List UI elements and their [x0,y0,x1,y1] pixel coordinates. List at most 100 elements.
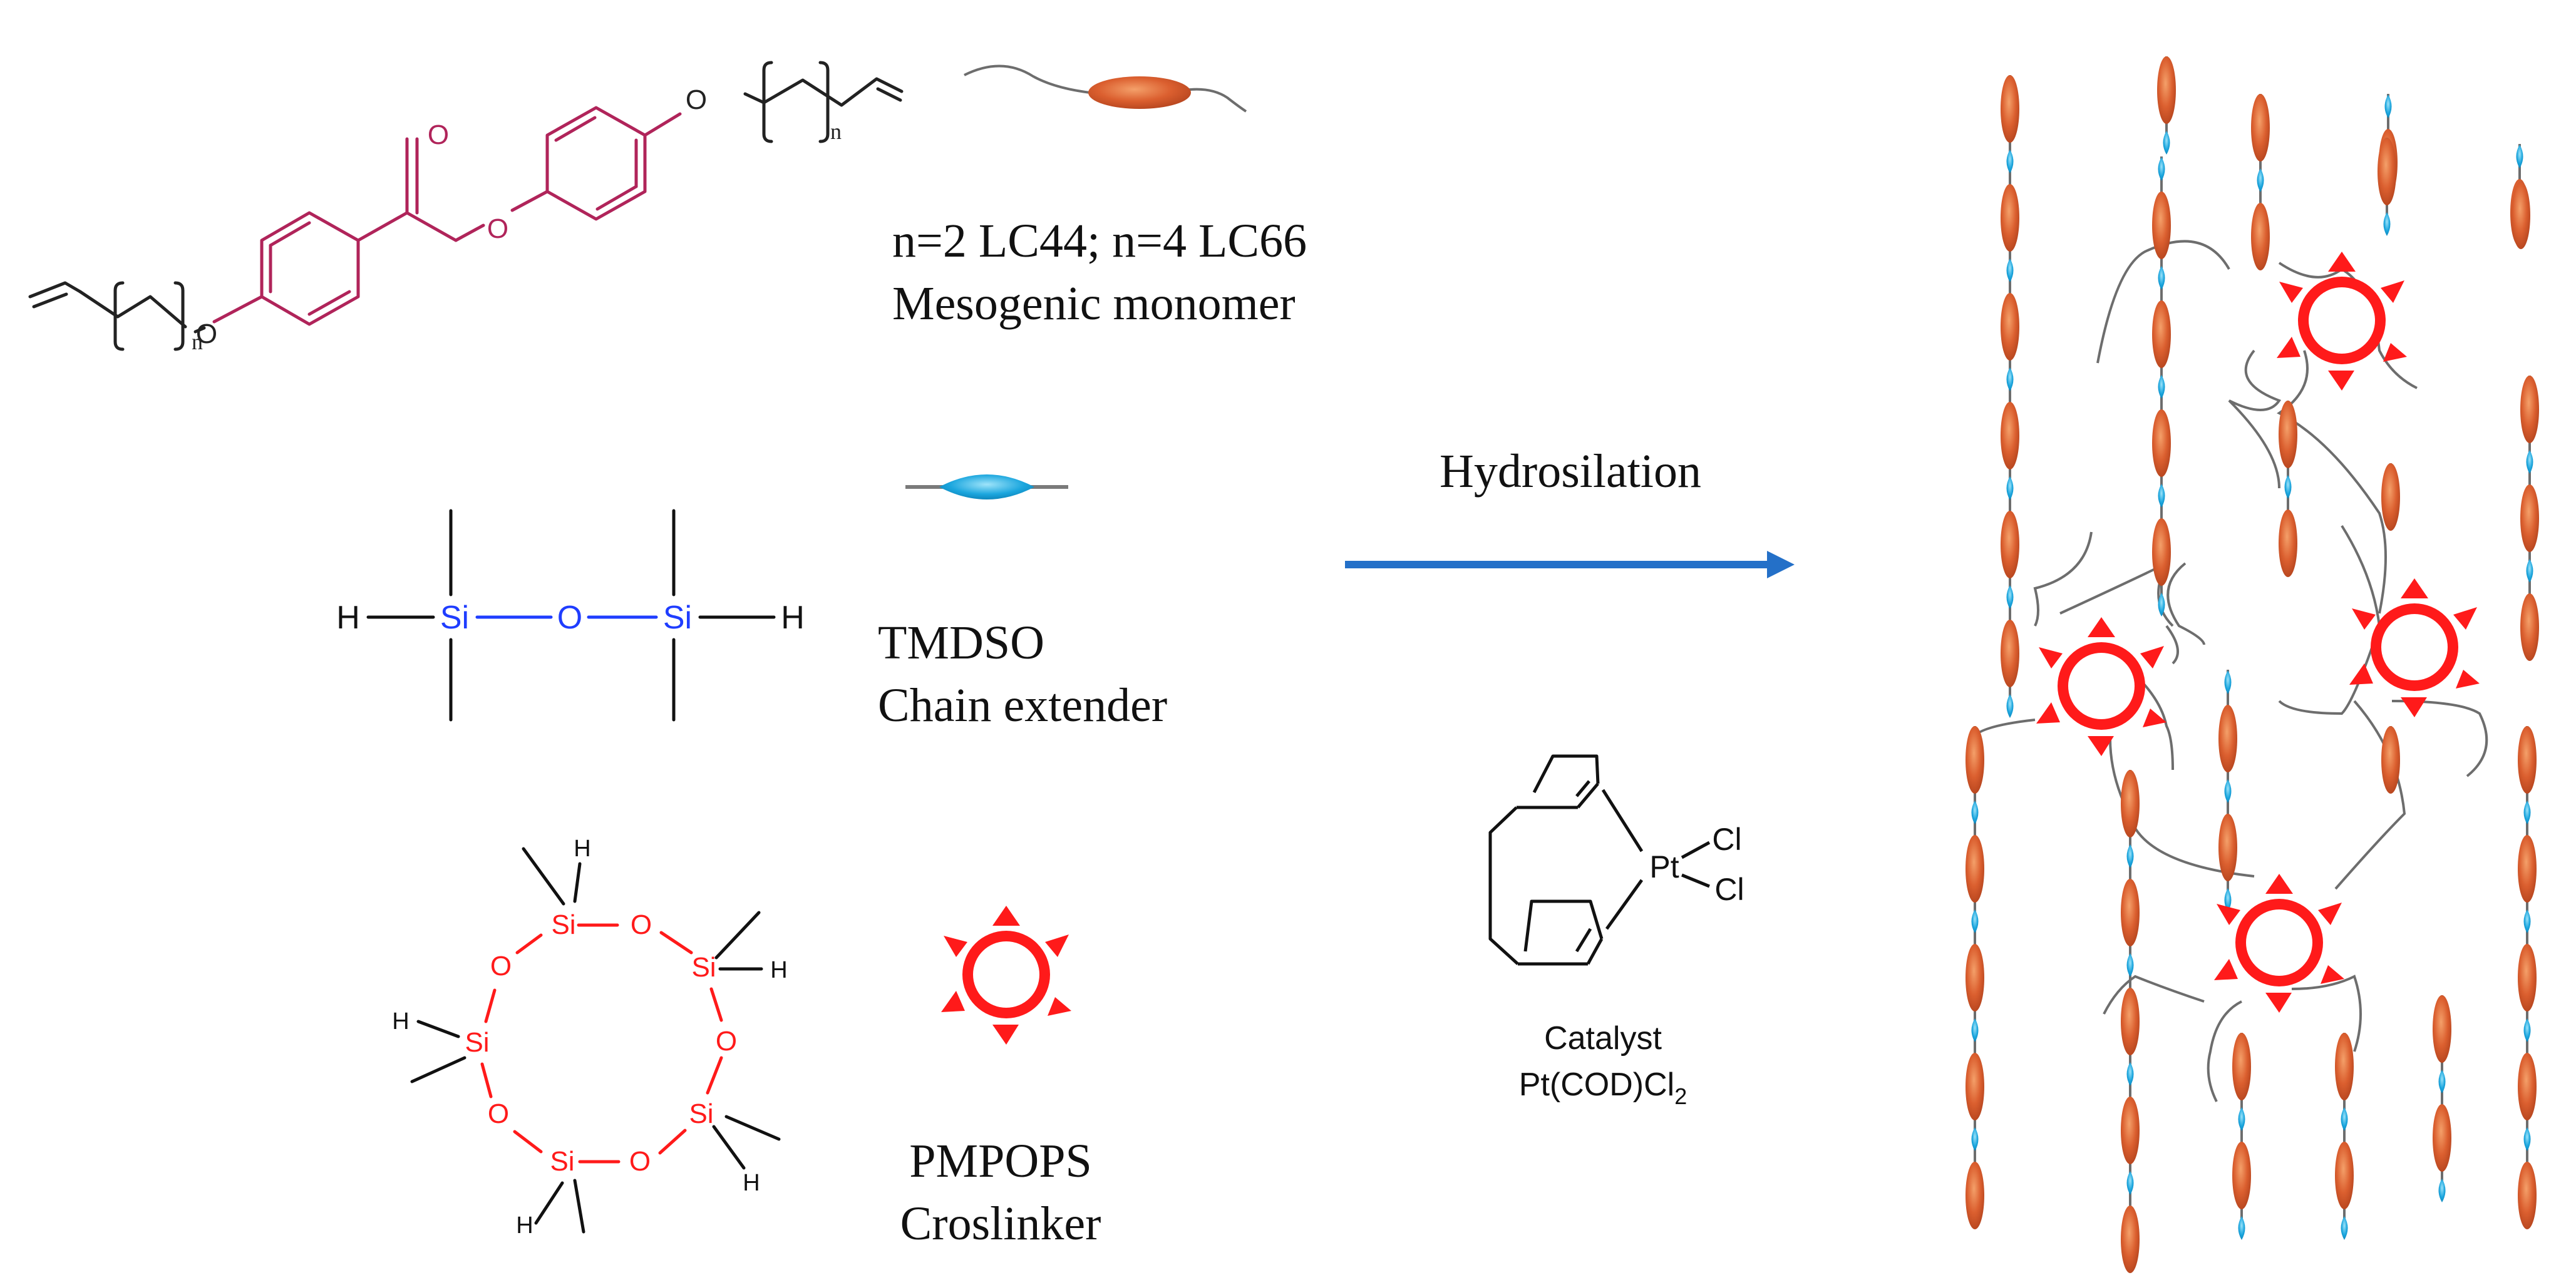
network-mesogen [2001,184,2019,252]
network-extender [2238,1107,2245,1131]
monomer-left-subscript: n [192,329,203,354]
monomer-right-subscript: n [830,119,842,144]
network-mesogen [2001,75,2019,143]
network-mesogen [1965,944,1984,1011]
reaction-label: Hydrosilation [1440,445,1701,498]
network-mesogen [2279,401,2297,468]
network-mesogen [1965,835,1984,903]
network-extender [2438,1179,2446,1202]
ring-h-2: H [770,957,787,983]
network-extender [2284,475,2292,499]
network-extender [2163,131,2170,155]
network-link [2207,1000,2242,1102]
network-mesogen [2232,1033,2251,1100]
crosslinker-role: Croslinker [900,1197,1101,1250]
crosslinker-name: PMPOPS [909,1135,1092,1187]
catalyst-label: Catalyst [1544,1020,1662,1057]
ring-o-5: O [490,951,512,981]
catalyst-structure [1488,754,1711,966]
network-mesogen [2218,814,2237,881]
network-extender [2383,212,2391,236]
network-mesogen [2433,1104,2451,1172]
network-mesogen [2518,835,2537,903]
extender-name: TMDSO [878,617,1044,669]
catalyst-cl-bottom: Cl [1714,872,1744,907]
network-extender [2523,801,2531,824]
network-link [2291,975,2362,1052]
network-mesogen [2251,94,2270,161]
mesogenic-monomer-structure: O O O O n n [28,61,904,354]
network-extender [2341,1107,2348,1131]
network-mesogen [2518,1162,2537,1229]
network-extender [2523,1127,2531,1151]
ring-h-3: H [743,1170,760,1196]
ring-o-2: O [716,1026,737,1057]
network-mesogen [2001,511,2019,578]
network-mesogen [2121,1206,2140,1273]
network-extender [2006,585,2014,609]
network-extender [2158,157,2165,181]
ring-si-5: Si [465,1027,489,1058]
network-link [2166,562,2205,645]
network-mesogen [2232,1142,2251,1209]
network-extender [2006,476,2014,500]
tmdso-structure [366,509,776,722]
network-extender [2238,1216,2245,1240]
network-link [2334,700,2406,890]
network-link [2391,700,2488,777]
ring-si-3: Si [689,1098,713,1129]
network-crosslinker [2214,874,2344,1013]
network-extender [2523,1018,2531,1042]
network-extender [2158,266,2165,290]
catalyst-cl-top: Cl [1712,822,1741,857]
network-extender [2006,259,2014,282]
network-link [2277,350,2387,614]
ring-h-4: H [516,1212,533,1239]
catalyst-pt: Pt [1649,849,1679,884]
reaction-arrow [1345,551,1795,578]
ring-si-4: Si [550,1146,574,1177]
elastomer-network [1965,56,2539,1273]
pmpops-structure [410,847,781,1234]
network-mesogen [2512,182,2530,249]
network-link [2033,531,2093,627]
ring-h-1: H [574,836,590,862]
network-extender [2126,953,2134,977]
network-extender [1971,801,1979,824]
tmdso-right-si: Si [663,600,692,636]
network-mesogen [2518,1053,2537,1120]
network-mesogen [2152,192,2171,259]
network-link [2096,240,2230,364]
monomer-left-ether-o: O [196,319,217,349]
network-extender [2526,559,2533,583]
monomer-role: Mesogenic monomer [892,277,1296,330]
network-extender [2224,779,2232,803]
network-mesogen [2335,1033,2354,1100]
network-extender [2126,1062,2134,1086]
network-extender [2006,694,2014,718]
network-crosslinker [2349,578,2480,717]
network-mesogen [2381,463,2400,531]
network-extender [2257,168,2264,192]
monomer-right-ether-o: O [686,84,707,115]
extender-role: Chain extender [878,679,1167,732]
catalyst-formula-sub: 2 [1674,1083,1687,1109]
catalyst-formula: Pt(COD)Cl2 [1519,1067,1687,1109]
monomer-carbonyl-o: O [428,120,449,150]
network-mesogen [1965,1162,1984,1229]
extender-legend-icon [905,474,1068,499]
network-extender [2006,367,2014,391]
network-mesogen [2121,1097,2140,1164]
ring-o-4: O [488,1098,509,1129]
network-mesogen [2152,300,2171,368]
ring-o-3: O [629,1146,651,1177]
network-mesogen [2218,705,2237,772]
network-extender [1971,909,1979,933]
monomer-note: n=2 LC44; n=4 LC66 [892,215,1307,267]
network-extender [2523,909,2531,933]
mesogen-legend-icon [964,64,1247,113]
network-mesogen [1965,726,1984,794]
network-extender [1971,1127,1979,1151]
